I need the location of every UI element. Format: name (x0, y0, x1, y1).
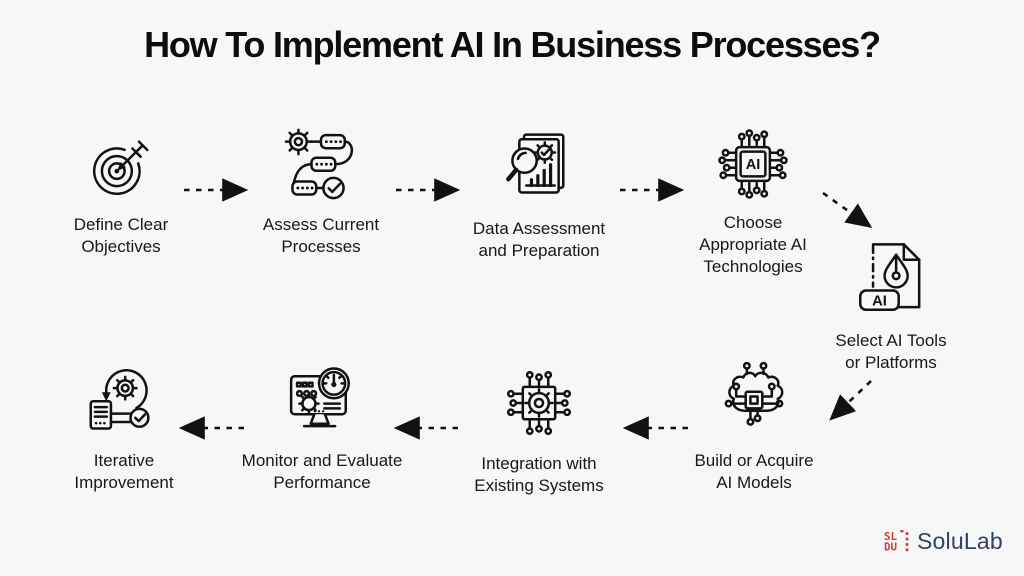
loop-gear-check-icon (86, 362, 162, 438)
step-label: Choose Appropriate AI Technologies (699, 213, 807, 277)
solulab-pixel-mark-icon: SL DU (884, 529, 909, 553)
step-label: Build or Acquire AI Models (694, 451, 814, 493)
target-dart-icon (88, 134, 154, 200)
step-label: Iterative Improvement (74, 451, 174, 493)
step-integration-existing-systems: Integration with Existing Systems (449, 366, 629, 497)
page-title: How To Implement AI In Business Processe… (144, 24, 881, 65)
chip-label: AI (746, 157, 761, 173)
step-monitor-evaluate-performance: Monitor and Evaluate Performance (217, 362, 427, 494)
step-define-clear-objectives: Define Clear Objectives (46, 134, 196, 258)
step-iterative-improvement: Iterative Improvement (49, 362, 199, 494)
step-label: Define Clear Objectives (73, 215, 169, 257)
step-label: Assess Current Processes (262, 215, 380, 257)
step-choose-ai-technologies: AI Choose Appropriate AI Technologies (683, 128, 823, 278)
logo-mark-top: SL (884, 529, 898, 542)
logo-mark-bottom: DU (884, 540, 897, 553)
step-assess-current-processes: Assess Current Processes (231, 128, 411, 258)
step-select-ai-tools-platforms: AI Select AI Tools or Platforms (821, 238, 961, 374)
logo-wordmark: SoluLab (917, 528, 1003, 554)
ai-brain-chip-icon (716, 362, 792, 438)
monitor-gauge-icon (284, 362, 360, 438)
process-flow-check-icon (283, 128, 359, 204)
arrow-step5-step6 (829, 380, 872, 421)
step-data-assessment-preparation: Data Assessment and Preparation (444, 130, 634, 262)
ai-pen-document-icon: AI (850, 238, 932, 320)
step-label: Integration with Existing Systems (474, 454, 604, 496)
step-label: Monitor and Evaluate Performance (241, 451, 403, 493)
document-chart-magnifier-icon (502, 130, 576, 204)
chip-gear-icon (502, 366, 576, 440)
step-label: Select AI Tools or Platforms (835, 331, 947, 373)
arrow-step4-step5 (822, 191, 873, 229)
badge-label: AI (872, 293, 887, 309)
step-build-acquire-ai-models: Build or Acquire AI Models (674, 362, 834, 494)
ai-chip-icon: AI (717, 128, 789, 200)
solulab-logo: SL DU SoluLab (884, 528, 1003, 555)
step-label: Data Assessment and Preparation (472, 219, 606, 261)
